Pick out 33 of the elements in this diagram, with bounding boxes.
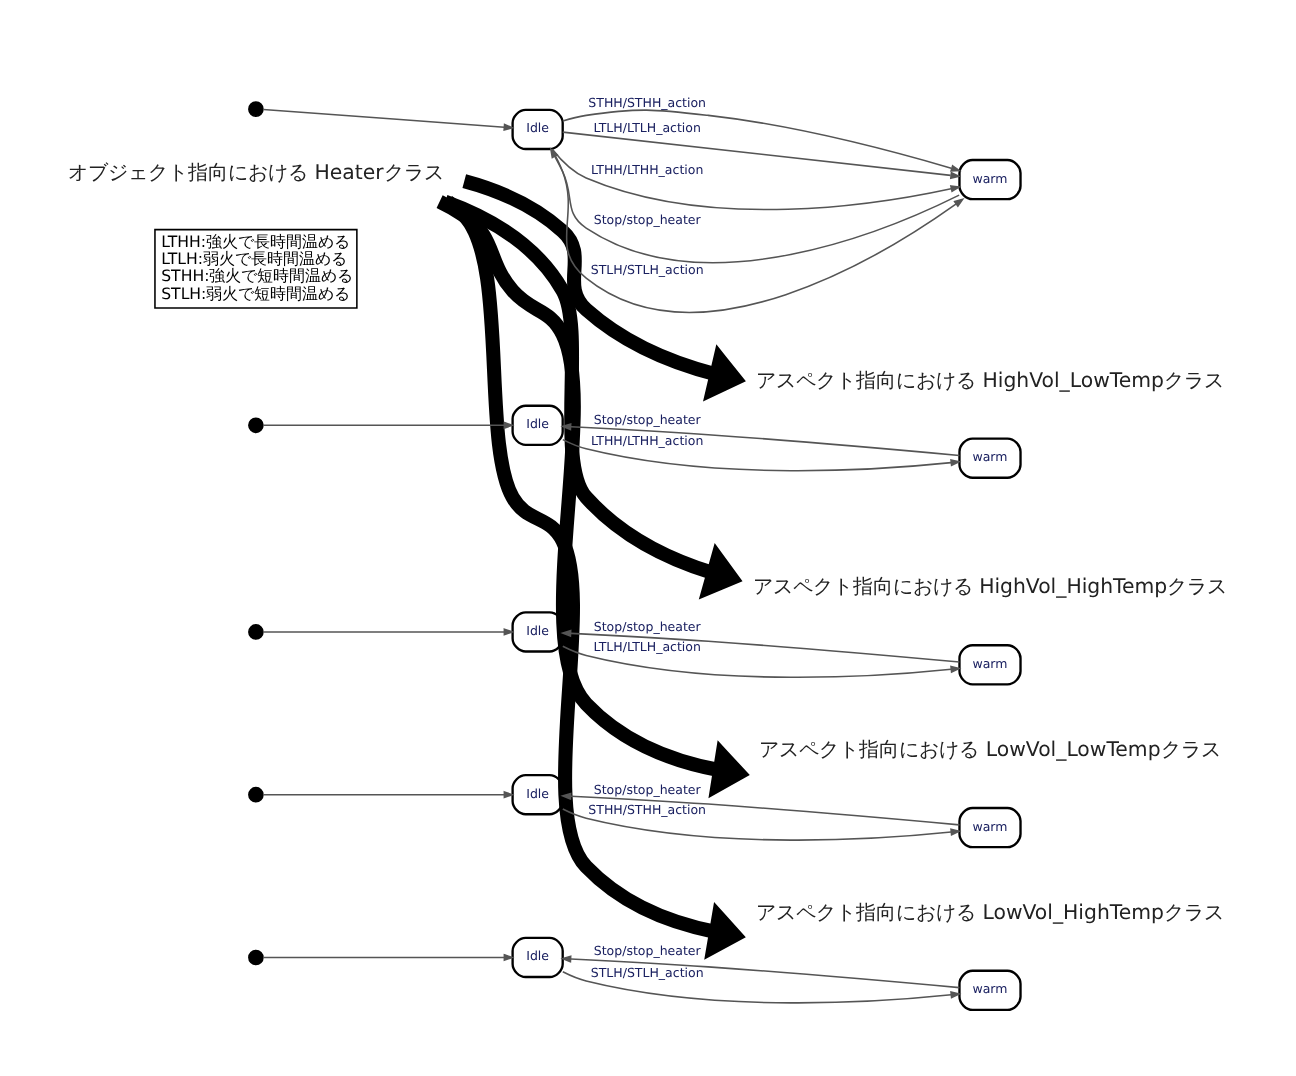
arrow <box>561 131 962 180</box>
node-circle <box>248 101 264 117</box>
arrow <box>262 790 515 799</box>
node-circle <box>248 417 264 434</box>
arrow <box>442 195 743 600</box>
arrow <box>562 438 962 472</box>
node-text: アスペクト指向における LowVol_LowTempクラス <box>759 740 1221 763</box>
arrow <box>443 196 746 960</box>
arrow <box>560 792 961 826</box>
node-text: アスペクト指向における HighVol_HighTempクラス <box>752 577 1228 600</box>
node-text: アスペクト指向における HighVol_LowTempクラス <box>756 370 1224 393</box>
arrow <box>462 174 746 402</box>
arrow <box>551 148 962 211</box>
arrow <box>560 423 961 457</box>
arrow <box>562 109 962 172</box>
node-box: LTHH:強火で長時間温める LTLH:弱火で長時間温める STHH:強火で短時間温める STLH:弱火で短時間温める <box>154 228 358 309</box>
arrow <box>560 629 961 663</box>
arrow <box>562 645 962 679</box>
arrow <box>562 808 962 841</box>
arrow <box>262 628 515 636</box>
arrow <box>562 971 962 1004</box>
arrow <box>262 421 515 430</box>
arrow <box>549 147 960 264</box>
arrow <box>560 955 961 989</box>
arrow <box>262 108 515 131</box>
arrow <box>262 953 515 962</box>
node-text: オブジェクト指向における Heaterクラス <box>68 162 444 185</box>
node-circle <box>248 624 264 640</box>
arrow <box>436 195 750 799</box>
node-circle <box>248 949 264 966</box>
node-circle <box>248 786 264 803</box>
arrow <box>550 148 965 313</box>
node-text: アスペクト指向における LowVol_HighTempクラス <box>756 902 1224 925</box>
